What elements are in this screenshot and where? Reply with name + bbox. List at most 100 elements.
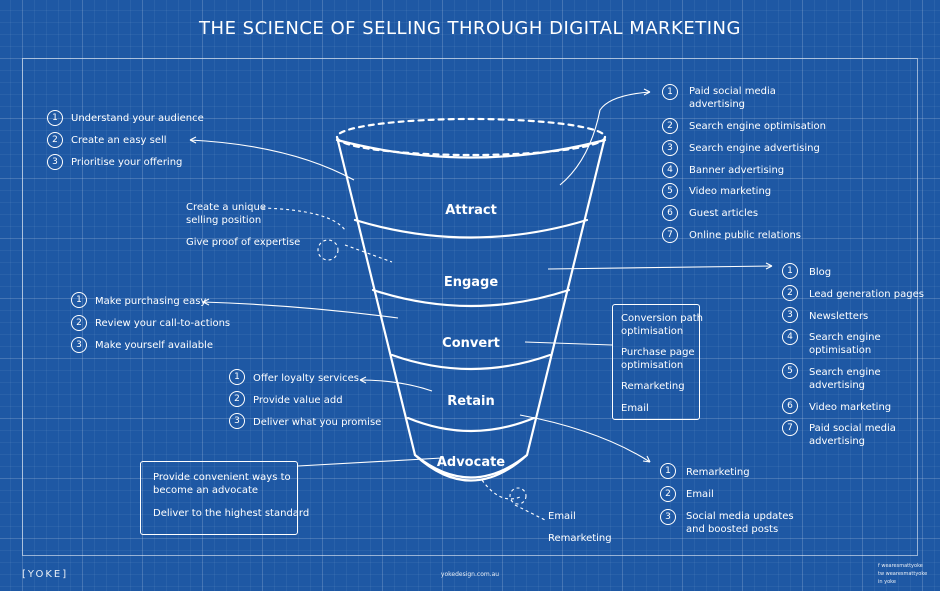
number-badge: 3 <box>782 307 798 323</box>
convert-right-note: Conversion path <box>621 313 703 324</box>
attract-right-item: Paid social media <box>689 86 776 97</box>
engage-right-item: Search engine <box>809 332 881 343</box>
number-badge: 1 <box>660 463 676 479</box>
number-badge: 1 <box>662 84 678 100</box>
number-badge: 2 <box>229 391 245 407</box>
number-badge: 1 <box>47 110 63 126</box>
stage-convert: Convert <box>442 336 500 351</box>
number-badge: 7 <box>662 227 678 243</box>
convert-left-item: Make purchasing easy <box>95 296 207 307</box>
funnel-band-top <box>335 138 607 159</box>
attract-right-item: Online public relations <box>689 230 802 241</box>
line-convert-right <box>524 341 613 346</box>
advocate-left-note: become an advocate <box>153 485 259 496</box>
yoke-logo: [YOKE] <box>22 569 69 580</box>
number-badge: 3 <box>47 154 63 170</box>
attract-right-item: Guest articles <box>689 208 759 219</box>
retain-right-item: Social media updates <box>686 511 794 522</box>
social-facebook[interactable]: f wearesmattyoke <box>878 563 923 569</box>
retain-left-item: Offer loyalty services <box>253 373 359 384</box>
attract-right-item: Banner advertising <box>689 165 785 176</box>
funnel-band-4 <box>406 416 536 433</box>
number-badge: 2 <box>782 285 798 301</box>
number-badge: 5 <box>782 363 798 379</box>
number-badge: 7 <box>782 420 798 436</box>
funnel-band-2 <box>371 288 571 308</box>
convert-left-item: Review your call-to-actions <box>95 318 231 329</box>
number-badge: 1 <box>782 263 798 279</box>
stage-engage: Engage <box>443 275 499 290</box>
engage-left-note: Give proof of expertise <box>186 237 301 248</box>
convert-right-note: Remarketing <box>621 381 685 392</box>
arrow-convert-left <box>202 301 399 319</box>
engage-right-item: optimisation <box>809 345 872 356</box>
convert-right-box <box>612 304 700 420</box>
convert-right-note: optimisation <box>621 360 684 371</box>
funnel-left-side <box>335 135 417 457</box>
number-badge: 4 <box>782 329 798 345</box>
engage-right-item: Video marketing <box>809 402 892 413</box>
stage-retain: Retain <box>447 394 495 409</box>
number-badge: 6 <box>782 398 798 414</box>
arrow-retain-right <box>519 414 651 463</box>
page-title: THE SCIENCE OF SELLING THROUGH DIGITAL M… <box>199 18 741 39</box>
number-badge: 3 <box>229 413 245 429</box>
retain-right-item: Email <box>686 489 714 500</box>
retain-left-item: Deliver what you promise <box>253 417 382 428</box>
attract-right-item: Video marketing <box>689 186 772 197</box>
arrow-attract-left <box>189 139 355 181</box>
engage-right-item: advertising <box>809 380 866 391</box>
arrow-retain-left <box>359 379 433 392</box>
engage-right-item: Lead generation pages <box>809 289 924 300</box>
number-badge: 2 <box>662 118 678 134</box>
social-linkedin[interactable]: in yoke <box>878 579 896 585</box>
number-badge: 2 <box>71 315 87 331</box>
funnel-band-3 <box>390 353 552 371</box>
attract-left-item: Understand your audience <box>71 113 204 124</box>
dashed-engage-note <box>261 207 346 231</box>
number-badge: 2 <box>47 132 63 148</box>
blueprint-frame <box>22 58 918 556</box>
engage-right-item: Paid social media <box>809 423 896 434</box>
number-badge: 1 <box>71 292 87 308</box>
attract-right-item: advertising <box>689 99 746 110</box>
convert-right-note: Purchase page <box>621 347 695 358</box>
retain-right-item: and boosted posts <box>686 524 779 535</box>
attract-left-item: Prioritise your offering <box>71 157 183 168</box>
stage-advocate: Advocate <box>436 455 506 470</box>
convert-right-note: optimisation <box>621 326 684 337</box>
arrow-attract-right <box>559 91 651 186</box>
engage-right-item: Blog <box>809 267 832 278</box>
number-badge: 3 <box>71 337 87 353</box>
retain-right-item: Remarketing <box>686 467 750 478</box>
number-badge: 3 <box>662 140 678 156</box>
advocate-right-item: Email <box>548 511 576 522</box>
funnel-band-1 <box>353 218 589 239</box>
site-url[interactable]: yokedesign.com.au <box>440 571 500 578</box>
advocate-left-note: Provide convenient ways to <box>153 472 291 483</box>
convert-right-note: Email <box>621 403 649 414</box>
number-badge: 1 <box>229 369 245 385</box>
engage-right-item: Newsletters <box>809 311 869 322</box>
engage-right-item: Search engine <box>809 367 881 378</box>
social-twitter[interactable]: tw wearesmattyoke <box>878 571 928 577</box>
engage-right-item: advertising <box>809 436 866 447</box>
number-badge: 5 <box>662 183 678 199</box>
stage-attract: Attract <box>445 203 497 218</box>
advocate-left-box <box>140 461 298 535</box>
engage-left-note: selling position <box>186 215 262 226</box>
attract-left-item: Create an easy sell <box>71 135 167 146</box>
advocate-left-note: Deliver to the highest standard <box>153 508 310 519</box>
convert-left-item: Make yourself available <box>95 340 213 351</box>
line-advocate-left <box>297 457 443 467</box>
retain-left-item: Provide value add <box>253 395 343 406</box>
attract-right-item: Search engine optimisation <box>689 121 826 132</box>
engage-left-note: Create a unique <box>186 202 267 213</box>
funnel-right-side <box>525 135 607 457</box>
attract-right-item: Search engine advertising <box>689 143 820 154</box>
arrow-engage-right <box>547 265 773 270</box>
advocate-right-item: Remarketing <box>548 533 612 544</box>
funnel-bottom <box>413 453 528 482</box>
